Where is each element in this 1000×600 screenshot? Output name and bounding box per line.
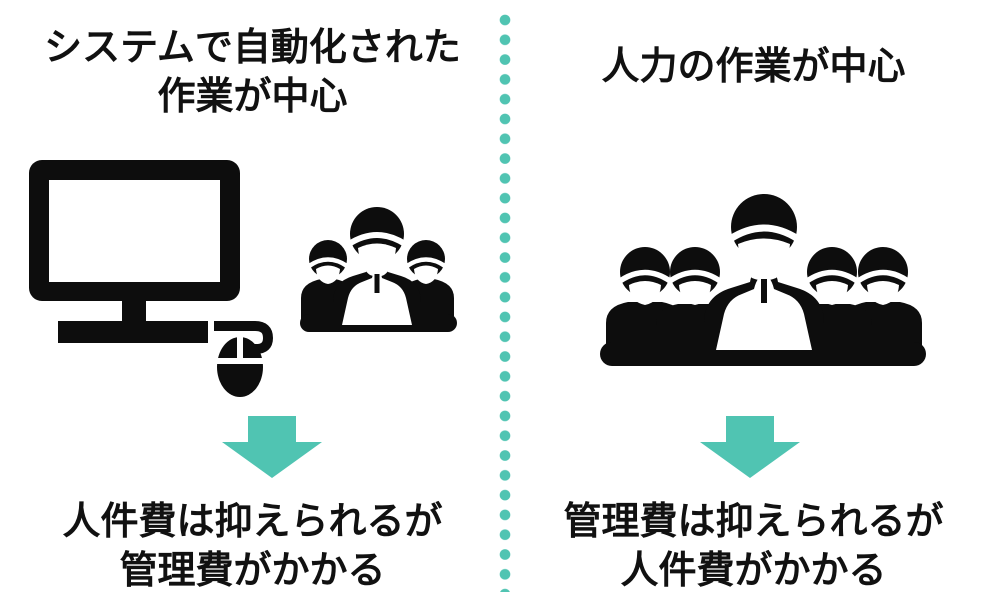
right-title-line1: 人力の作業が中心	[601, 46, 906, 88]
right-result-line2: 人件費がかかる	[620, 550, 887, 592]
down-arrow-icon-right	[700, 416, 800, 478]
right-result-line1: 管理費は抑えられるが	[563, 501, 944, 543]
right-title: 人力の作業が中心	[507, 43, 1000, 92]
worker-group-3-icon	[300, 207, 457, 332]
left-title-line2: 作業が中心	[157, 76, 348, 118]
dotted-divider-line	[499, 14, 511, 592]
worker-group-5-icon	[600, 194, 926, 366]
left-title: システムで自動化された 作業が中心	[0, 24, 505, 122]
right-result-text: 管理費は抑えられるが 人件費がかかる	[507, 498, 1000, 596]
down-arrow-icon-left	[222, 416, 322, 478]
left-result-line1: 人件費は抑えられるが	[62, 501, 443, 543]
left-title-line1: システムで自動化された	[44, 27, 461, 69]
left-result-line2: 管理費がかかる	[119, 550, 386, 592]
computer-and-mouse-icon	[29, 160, 273, 397]
left-result-text: 人件費は抑えられるが 管理費がかかる	[0, 498, 505, 596]
